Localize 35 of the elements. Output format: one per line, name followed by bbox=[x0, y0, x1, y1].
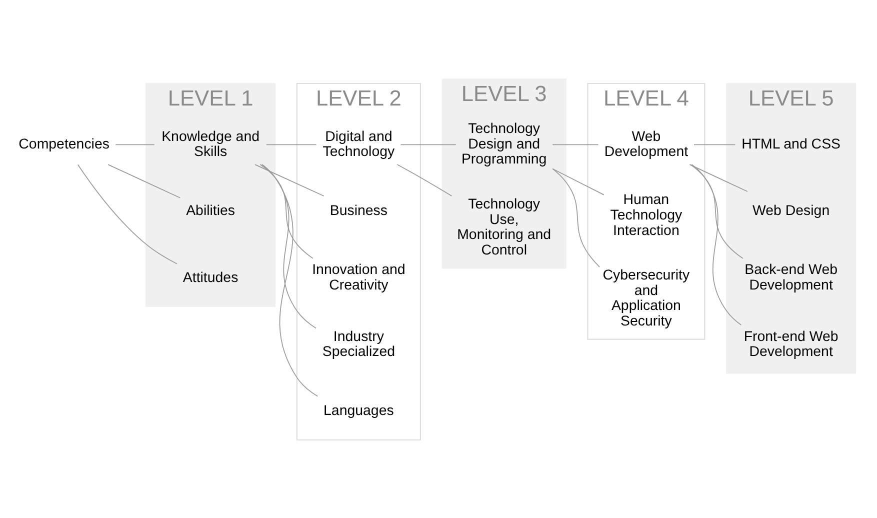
connector bbox=[400, 144, 456, 145]
connector bbox=[694, 144, 736, 145]
node-text: Business bbox=[330, 202, 388, 219]
node-text: Cybersecurity and Application Security bbox=[602, 267, 690, 330]
node-text: Digital and Technology bbox=[322, 128, 395, 160]
connector bbox=[691, 164, 742, 325]
node-text: Languages bbox=[324, 402, 394, 419]
node-text: HTML and CSS bbox=[742, 136, 841, 152]
node-text: Innovation and Creativity bbox=[312, 262, 406, 293]
connector bbox=[108, 164, 181, 198]
connector bbox=[262, 164, 318, 396]
connector bbox=[77, 164, 178, 264]
node-text: Technology Use, Monitoring and Control bbox=[457, 196, 552, 258]
node-text: Back-end Web Development bbox=[744, 262, 838, 293]
node-text: Web Development bbox=[604, 128, 688, 160]
connector bbox=[552, 168, 600, 267]
connector bbox=[115, 144, 155, 145]
connector bbox=[260, 164, 314, 258]
node-text: Abilities bbox=[186, 202, 236, 219]
connector bbox=[689, 164, 748, 192]
node-text: Web Design bbox=[752, 202, 830, 219]
connector bbox=[254, 164, 324, 196]
connector bbox=[552, 168, 604, 195]
node-text: Competencies bbox=[18, 136, 110, 152]
connector bbox=[690, 164, 744, 258]
connector bbox=[552, 144, 599, 145]
node-text: Front-end Web Development bbox=[744, 328, 838, 360]
connector bbox=[396, 164, 452, 196]
node-text: Attitudes bbox=[182, 269, 238, 286]
node-text: Human Technology Interaction bbox=[610, 192, 682, 238]
node-text: Knowledge and Skills bbox=[162, 128, 260, 160]
connector bbox=[266, 144, 317, 145]
node-text: Industry Specialized bbox=[322, 328, 396, 360]
node-text: Technology Design and Programming bbox=[461, 120, 547, 168]
connector bbox=[261, 164, 316, 328]
